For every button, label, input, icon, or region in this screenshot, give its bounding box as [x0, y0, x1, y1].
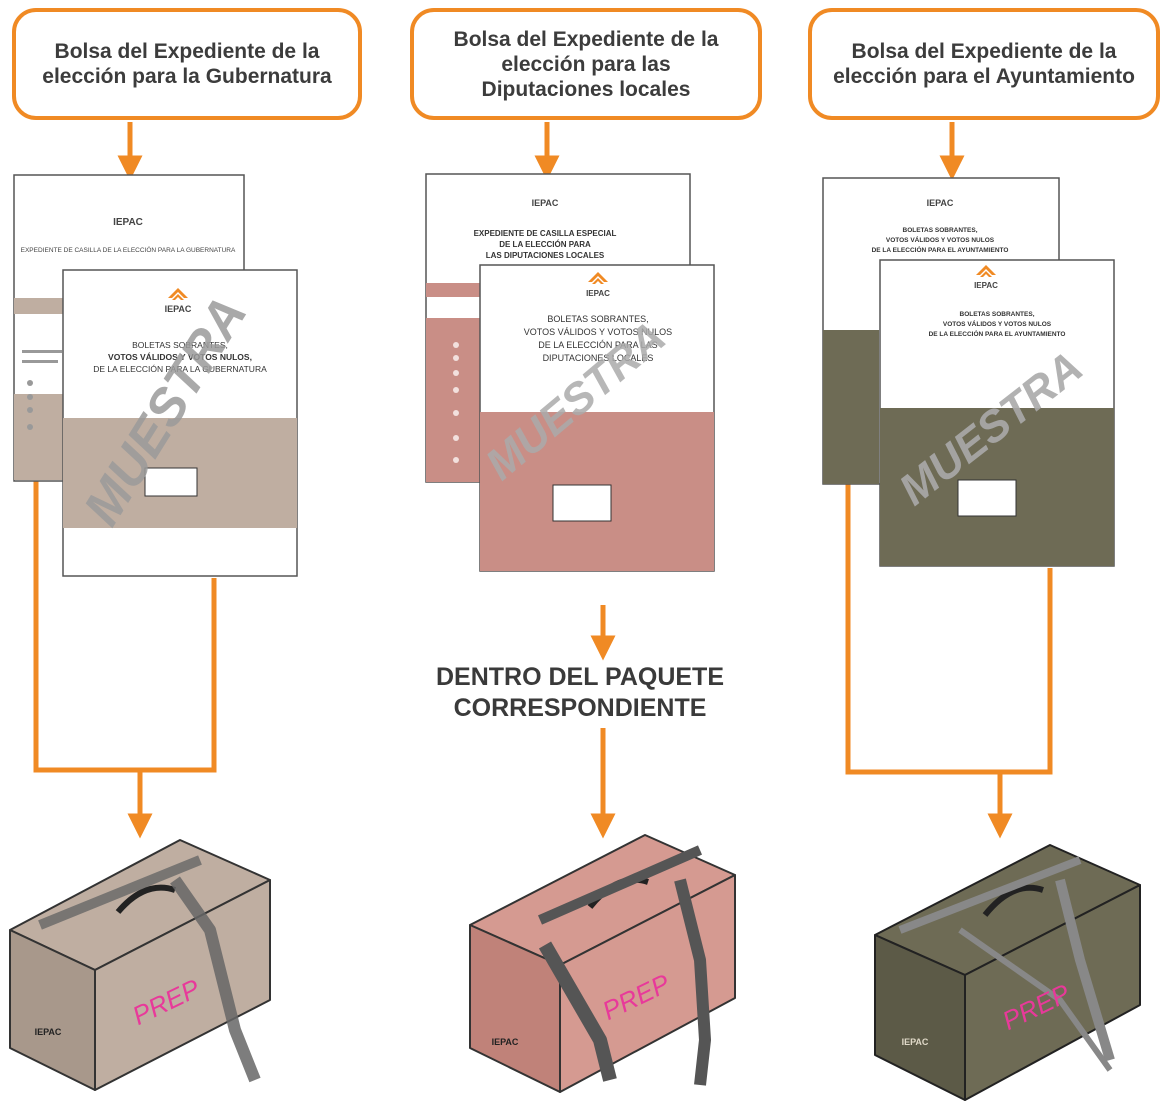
doc-gub-front-title-1: BOLETAS SOBRANTES,	[132, 340, 228, 350]
iepac-logo-icon	[588, 272, 608, 284]
doc-gub-front: IEPAC BOLETAS SOBRANTES, VOTOS VÁLIDOS Y…	[62, 269, 298, 577]
doc-ayu-back-title-1: BOLETAS SOBRANTES,	[903, 227, 978, 234]
doc-dip-front-logo: IEPAC	[586, 289, 610, 298]
doc-gub-back-title: EXPEDIENTE DE CASILLA DE LA ELECCIÓN PAR…	[21, 245, 236, 254]
doc-gub-front-logo: IEPAC	[165, 304, 192, 314]
connector-gub	[33, 480, 217, 773]
doc-ayu-front-logo: IEPAC	[974, 281, 998, 290]
doc-ayu-front-title-3: DE LA ELECCIÓN PARA EL AYUNTAMIENTO	[929, 329, 1066, 338]
doc-gub-front-title-3: DE LA ELECCIÓN PARA LA GUBERNATURA	[93, 364, 267, 374]
doc-ayu-front: IEPAC BOLETAS SOBRANTES, VOTOS VÁLIDOS Y…	[879, 259, 1115, 567]
doc-dip-back-logo: IEPAC	[532, 198, 559, 208]
box-ayuntamiento: Bolsa del Expediente de la elección para…	[808, 8, 1160, 120]
doc-gub-back-logo: IEPAC	[113, 217, 143, 228]
box-gubernatura: Bolsa del Expediente de la elección para…	[12, 8, 362, 120]
iepac-logo-icon	[168, 288, 188, 300]
doc-dip-front-title-4: DIPUTACIONES LOCALES	[543, 353, 654, 363]
doc-dip-front-title-3: DE LA ELECCIÓN PARA LAS	[538, 340, 657, 350]
box-diputaciones: Bolsa del Expediente de la elección para…	[410, 8, 762, 120]
package-diputaciones: PREP IEPAC	[469, 834, 736, 1093]
doc-dip-front: IEPAC BOLETAS SOBRANTES, VOTOS VÁLIDOS Y…	[477, 264, 715, 572]
package-gub-logo: IEPAC	[35, 1027, 62, 1037]
doc-ayu-front-title-1: BOLETAS SOBRANTES,	[960, 311, 1035, 318]
doc-dip-front-title-2: VOTOS VÁLIDOS Y VOTOS NULOS	[524, 327, 672, 337]
package-dip-logo: IEPAC	[492, 1037, 519, 1047]
doc-gub-front-title-2: VOTOS VÁLIDOS Y VOTOS NULOS,	[108, 352, 252, 362]
doc-ayu-front-title-2: VOTOS VÁLIDOS Y VOTOS NULOS	[943, 319, 1052, 328]
doc-dip-back-title-2: DE LA ELECCIÓN PARA	[499, 240, 591, 249]
package-ayu-logo: IEPAC	[902, 1037, 929, 1047]
doc-ayu-back-title-2: VOTOS VÁLIDOS Y VOTOS NULOS	[886, 235, 995, 244]
package-ayuntamiento: PREP IEPAC	[874, 844, 1141, 1101]
doc-ayu-back-title-3: DE LA ELECCIÓN PARA EL AYUNTAMIENTO	[872, 245, 1009, 254]
center-label: DENTRO DEL PAQUETE CORRESPONDIENTE	[436, 663, 724, 722]
doc-ayu-back-logo: IEPAC	[927, 198, 954, 208]
connector-ayu	[845, 484, 1053, 775]
doc-dip-front-title-1: BOLETAS SOBRANTES,	[547, 314, 648, 324]
doc-dip-back-title-3: LAS DIPUTACIONES LOCALES	[486, 251, 605, 260]
package-gubernatura: PREP IEPAC	[9, 839, 271, 1091]
flow-arrows	[33, 122, 1053, 839]
iepac-logo-icon	[976, 265, 996, 277]
doc-dip-back-title-1: EXPEDIENTE DE CASILLA ESPECIAL	[474, 229, 617, 238]
